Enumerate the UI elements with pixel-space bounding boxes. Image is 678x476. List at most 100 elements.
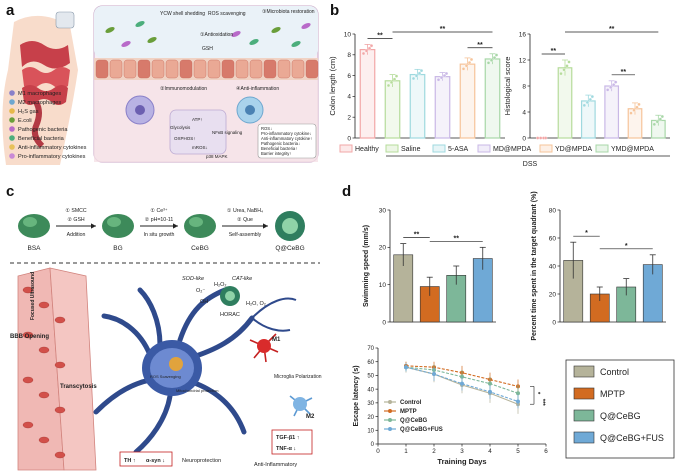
epithelial-cell [235, 59, 249, 79]
legend-b-label: Healthy [355, 146, 379, 153]
y-tick-label: 0 [347, 135, 351, 142]
label-cat: CAT-like [232, 276, 252, 282]
legend-a-swatch [9, 108, 15, 114]
intestine-illustration [2, 11, 79, 165]
legend-a-swatch [9, 153, 15, 159]
data-point [489, 58, 494, 62]
blood-vessel [17, 267, 97, 471]
panel-label-b: b [330, 2, 339, 19]
bar [459, 63, 476, 139]
bar [604, 85, 620, 139]
data-point [464, 64, 469, 68]
legend-a-swatch [9, 99, 15, 105]
significance-label: * [625, 243, 628, 250]
y-tick-label: 0 [522, 135, 526, 142]
reagent-bottom: ② Que [237, 217, 253, 223]
epithelial-cell [207, 59, 221, 79]
data-point [414, 74, 419, 78]
y-tick-label: 20 [367, 415, 374, 421]
series-point [516, 391, 520, 396]
series-point [488, 381, 492, 386]
data-point [389, 80, 394, 85]
data-point [629, 111, 633, 115]
epithelial-cell [277, 59, 291, 79]
epithelial-cell [249, 59, 263, 79]
legend-a-swatch [9, 126, 15, 132]
effect-label: ROS↓ [261, 126, 272, 131]
label-oxphos: OXPHOS↑ [174, 136, 196, 141]
legend-d-swatch [573, 365, 595, 378]
product-label: BSA [27, 245, 41, 252]
label-bbb: BBB Opening [10, 334, 49, 340]
microglia-m1 [249, 333, 279, 363]
data-point [364, 49, 369, 53]
bacterium [105, 26, 115, 34]
data-point [494, 53, 499, 57]
label-nfkb: NFκB signaling [212, 130, 243, 135]
legend-label: Q@CeBG [400, 418, 428, 424]
bacterium [301, 22, 311, 30]
label-th: TH ↑ [124, 458, 136, 464]
y-tick-label: 80 [549, 207, 557, 214]
y-tick-label: 0 [382, 319, 386, 326]
series-point [460, 381, 464, 386]
data-point [386, 83, 391, 88]
legend-a-swatch [9, 117, 15, 123]
data-point [658, 117, 662, 121]
y-tick-label: 70 [367, 346, 374, 352]
protein-highlight [23, 217, 37, 227]
y-axis-label: Colon length (cm) [328, 56, 337, 116]
reagent-bottom: ② pH=10-11 [145, 217, 174, 223]
label-tnf: TNF-α ↓ [276, 446, 296, 452]
data-point [606, 88, 610, 92]
legend-a-swatch [9, 90, 15, 96]
data-point [492, 56, 497, 60]
label-mito: Mitochondrial protection [176, 388, 218, 393]
epithelial-cell [179, 59, 193, 79]
data-point [609, 85, 613, 89]
y-tick-label: 6 [347, 73, 351, 80]
dss-label: DSS [523, 161, 538, 168]
data-point [469, 57, 474, 62]
series-point [404, 365, 408, 370]
panel-label-d: d [342, 183, 351, 200]
label-tgf: TGF-β1 ↑ [276, 435, 300, 441]
y-tick-label: 10 [379, 282, 387, 289]
x-tick-label: 1 [404, 448, 408, 455]
reagent-top: ① Urea, NaBH₄ [227, 208, 263, 214]
legend-a-swatch [9, 144, 15, 150]
bar [434, 76, 451, 139]
legend-b-label: Saline [401, 146, 421, 153]
label-products: H₂O, O₂ [246, 301, 266, 307]
significance-label: ** [621, 69, 627, 76]
label-asyn: α-syn ↓ [146, 458, 165, 464]
significance-label: ** [440, 26, 446, 33]
label-gsh: GSH [202, 46, 213, 52]
bar [409, 73, 426, 139]
red-blood-cell [22, 421, 34, 429]
red-blood-cell [38, 346, 50, 354]
legend-a-label: Beneficial bacteria [18, 136, 65, 142]
data-point [419, 69, 424, 73]
epithelial-cell [165, 59, 179, 79]
y-tick-label: 30 [367, 401, 374, 407]
data-point [367, 46, 372, 50]
step-label: Addition [67, 232, 86, 238]
y-tick-label: 16 [519, 31, 527, 38]
label-o2: O₂⁻ [196, 288, 205, 294]
panel-label-c: c [6, 183, 14, 200]
product-label: CeBG [191, 245, 209, 252]
x-tick-label: 4 [488, 448, 492, 455]
red-blood-cell [54, 316, 66, 324]
significance-label: * [585, 230, 588, 237]
data-point [361, 51, 366, 56]
effect-label: Pathogenic bacteria↓ [261, 141, 300, 146]
label-antioxidation: ①Antioxidation [200, 32, 233, 38]
data-point [635, 105, 639, 109]
data-point [442, 73, 447, 78]
legend-a-swatch [9, 135, 15, 141]
